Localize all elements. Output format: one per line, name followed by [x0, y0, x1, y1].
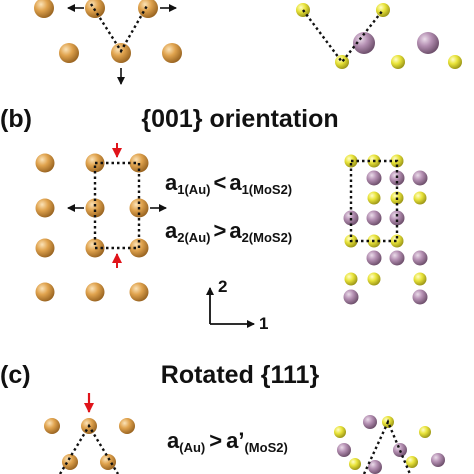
- eq2-base-left: a: [165, 218, 178, 243]
- sulfur-atom: [413, 191, 427, 205]
- molybdenum-atom: [412, 289, 428, 305]
- svg-text:a1(Au)<a1(MoS2): a1(Au)<a1(MoS2): [165, 170, 292, 197]
- svg-text:a2(Au)>a2(MoS2): a2(Au)>a2(MoS2): [165, 218, 292, 245]
- molybdenum-atom: [343, 289, 359, 305]
- sulfur-atom: [406, 456, 418, 468]
- molybdenum-atom: [368, 460, 382, 474]
- molybdenum-atom: [389, 250, 405, 266]
- unit-cell-outline: [89, 3, 150, 54]
- sulfur-atom: [413, 272, 427, 286]
- gold-atom: [35, 198, 55, 218]
- svg-text:a(Au)>a’(MoS2): a(Au) >a’(MoS2): [167, 428, 288, 455]
- axes-indicator: 2 1: [206, 277, 268, 333]
- eq2-operator: >: [213, 218, 226, 243]
- sulfur-atom: [391, 55, 405, 69]
- equation-2: a2(Au)>a2(MoS2): [165, 218, 292, 245]
- molybdenum-atom: [353, 32, 375, 54]
- gold-atom: [35, 153, 55, 173]
- molybdenum-atom: [431, 453, 445, 467]
- sulfur-atom: [367, 191, 381, 205]
- eq1-operator: <: [213, 170, 226, 195]
- axis-1-label: 1: [259, 314, 268, 333]
- molybdenum-atom: [366, 170, 382, 186]
- eq3-sub-left: (Au): [179, 440, 205, 455]
- gold-atom: [138, 0, 158, 18]
- panel-b-mos2-structure: [343, 154, 428, 305]
- gold-atom: [162, 43, 182, 63]
- eq2-sub-left: 2(Au): [177, 230, 210, 245]
- gold-atom: [35, 238, 55, 258]
- gold-atom: [44, 418, 60, 434]
- sulfur-atom: [335, 55, 349, 69]
- molybdenum-atom: [337, 443, 351, 457]
- eq2-base-right: a: [229, 218, 242, 243]
- eq2-sub-right: 2(MoS2): [242, 230, 293, 245]
- molybdenum-atom: [393, 443, 407, 457]
- gold-atom: [35, 282, 55, 302]
- gold-atom: [85, 282, 105, 302]
- unit-cell-outline: [362, 419, 412, 474]
- eq3-operator: >: [209, 428, 222, 453]
- panel-a-mos2-structure: [296, 3, 462, 69]
- panel-c-title: Rotated {111}: [161, 361, 320, 389]
- panel-c-mos2-structure: [334, 415, 445, 474]
- gold-atom: [119, 418, 135, 434]
- panel-b-title: {001} orientation: [141, 105, 338, 133]
- molybdenum-atom: [412, 170, 428, 186]
- panel-b-label: (b): [0, 105, 32, 133]
- panel-a-au-structure: [34, 0, 182, 85]
- sulfur-atom: [376, 3, 390, 17]
- panel-c-label: (c): [0, 361, 31, 389]
- sulfur-atom: [390, 234, 404, 248]
- eq1-base-right: a: [229, 170, 242, 195]
- gold-atom: [129, 282, 149, 302]
- equation-1: a1(Au)<a1(MoS2): [165, 170, 292, 197]
- eq1-sub-left: 1(Au): [177, 182, 210, 197]
- gold-atom: [34, 0, 54, 18]
- eq3-sub-right: (MoS2): [244, 440, 287, 455]
- molybdenum-atom: [363, 415, 377, 429]
- unit-cell-outline: [58, 423, 120, 474]
- sulfur-atom: [334, 426, 346, 438]
- molybdenum-atom: [412, 250, 428, 266]
- eq3-base-left: a: [167, 428, 180, 453]
- gold-atom: [100, 454, 116, 470]
- molybdenum-atom: [417, 32, 439, 54]
- molybdenum-atom: [366, 250, 382, 266]
- eq1-sub-right: 1(MoS2): [242, 182, 293, 197]
- sulfur-atom: [367, 272, 381, 286]
- axis-2-label: 2: [218, 277, 227, 296]
- unit-cell-outline: [349, 159, 399, 243]
- molybdenum-atom: [366, 210, 382, 226]
- gold-atom: [85, 198, 105, 218]
- gold-atom: [59, 43, 79, 63]
- panel-c-au-structure: [44, 393, 135, 474]
- sulfur-atom: [448, 55, 462, 69]
- gold-atom: [62, 454, 78, 470]
- equation-3: a(Au) >a’(MoS2): [167, 428, 288, 455]
- sulfur-atom: [419, 426, 431, 438]
- eq1-base-left: a: [165, 170, 178, 195]
- unit-cell-outline: [93, 161, 141, 250]
- eq3-base-right: a’: [226, 428, 244, 453]
- sulfur-atom: [344, 272, 358, 286]
- sulfur-atom: [349, 458, 361, 470]
- panel-b-au-structure: [35, 143, 167, 302]
- molybdenum-atom: [389, 210, 405, 226]
